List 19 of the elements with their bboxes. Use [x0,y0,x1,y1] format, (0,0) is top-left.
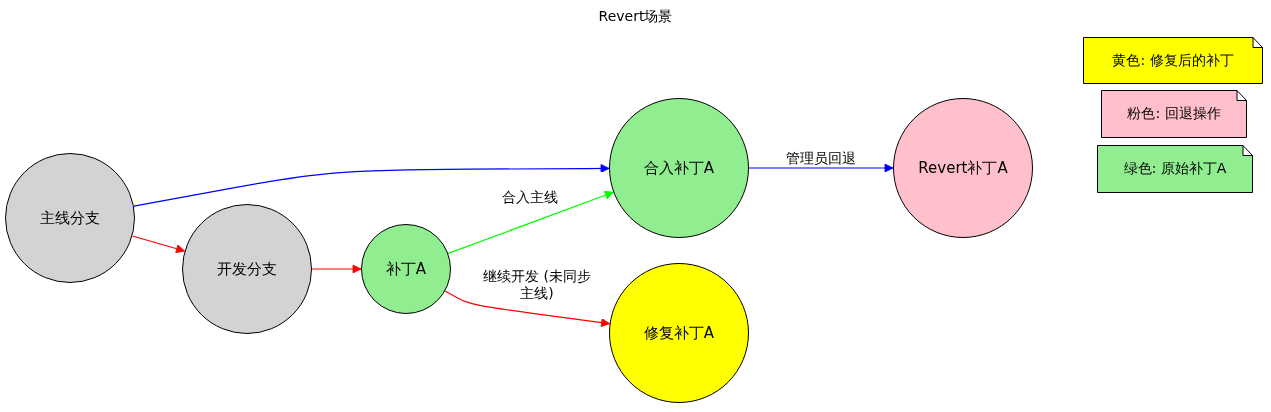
node-label: 修复补丁A [643,323,715,343]
arrow [133,164,610,207]
arrow [311,264,362,274]
arrow [748,163,894,173]
legend-label: 绿色: 原始补丁A [1122,159,1228,178]
edge-label: 继续开发 (未同步主线) [480,268,594,302]
legend-label: 粉色: 回退操作 [1126,104,1222,123]
legend-label: 黄色: 修复后的补丁 [1111,50,1235,70]
node-label: Revert补丁A [918,158,1008,178]
edge-label: 合入主线 [500,188,560,206]
node-label: 补丁A [385,259,427,279]
arrow [444,290,611,327]
node-label: 合入补丁A [643,158,715,178]
arrow [131,235,186,254]
node-label: 开发分支 [217,259,277,279]
node-label: 主线分支 [40,208,100,228]
edge-label: 管理员回退 [784,149,858,167]
diagram-title: Revert场景 [597,8,674,26]
arrow [447,190,614,254]
